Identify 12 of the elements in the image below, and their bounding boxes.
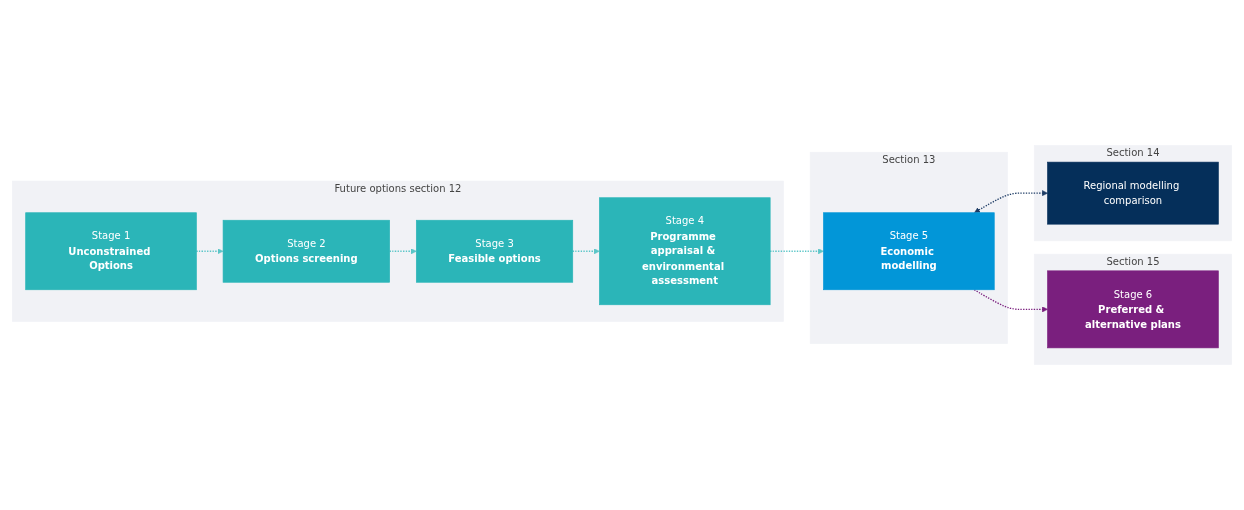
node-box: Stage 1 Unconstrained Options xyxy=(25,212,197,291)
arrow xyxy=(572,248,600,255)
node-box: Stage 2 Options screening xyxy=(222,219,390,283)
node-box: Stage 4 Programme appraisal & environmental assessment xyxy=(599,197,771,306)
arrow xyxy=(195,248,224,255)
node-box: Stage 6 Preferred & alternative plans xyxy=(1047,270,1219,349)
node-box: Stage 3 Feasible options xyxy=(416,219,574,283)
arrow xyxy=(973,289,1048,313)
arrow xyxy=(974,190,1048,213)
node-box: Stage 5 Economic modelling xyxy=(823,212,995,291)
arrow xyxy=(389,248,417,255)
node-box: Regional modelling comparison xyxy=(1047,161,1219,225)
